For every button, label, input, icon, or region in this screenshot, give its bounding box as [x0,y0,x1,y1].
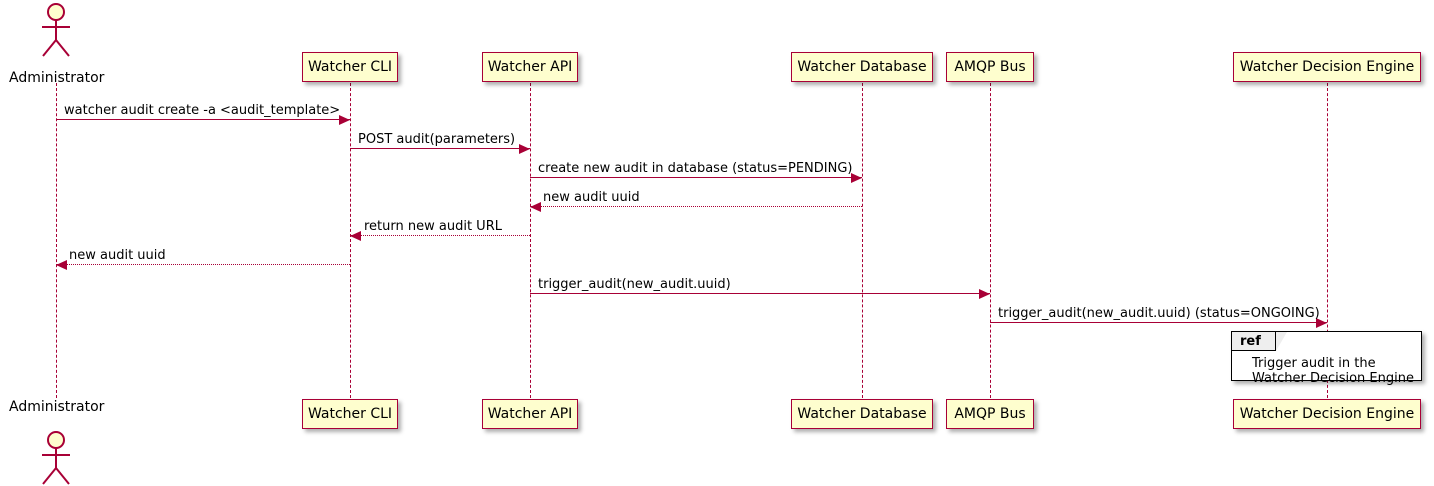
message-arrowhead-m7 [979,288,990,299]
actor-administrator-icon-bottom [36,430,76,486]
message-line-m1 [56,119,350,120]
message-label-m1: watcher audit create -a <audit_template> [64,103,341,118]
actor-administrator-label-bottom: Administrator [9,399,105,415]
participant-cli-top[interactable]: Watcher CLI [302,52,398,82]
ref-fragment-text-line: Trigger audit in the [1252,356,1376,371]
participant-engine-top[interactable]: Watcher Decision Engine [1233,52,1421,82]
ref-fragment-text-line: Watcher Decision Engine [1252,371,1414,386]
message-arrowhead-m8 [1316,317,1327,328]
ref-fragment-tab-corner-icon [1276,332,1287,351]
participant-engine-bottom[interactable]: Watcher Decision Engine [1233,399,1421,429]
message-arrowhead-m3 [851,172,862,183]
participant-database-top[interactable]: Watcher Database [791,52,933,82]
message-label-m3: create new audit in database (status=PEN… [538,161,853,176]
lifeline-amqp [989,83,991,398]
message-line-m6 [56,264,350,265]
message-arrowhead-m5 [350,230,361,241]
participant-api-top[interactable]: Watcher API [482,52,578,82]
message-line-m3 [530,177,862,178]
participant-api-bottom[interactable]: Watcher API [482,399,578,429]
participant-amqp-top[interactable]: AMQP Bus [946,52,1034,82]
message-line-m4 [530,206,862,207]
message-arrowhead-m2 [519,143,530,154]
message-label-m5: return new audit URL [364,219,502,234]
message-label-m2: POST audit(parameters) [358,132,516,147]
message-arrowhead-m4 [530,201,541,212]
ref-fragment-keyword: ref [1232,332,1276,351]
message-label-m7: trigger_audit(new_audit.uuid) [538,277,731,292]
message-arrowhead-m1 [339,114,350,125]
participant-cli-bottom[interactable]: Watcher CLI [302,399,398,429]
message-line-m7 [530,293,990,294]
message-line-m2 [350,148,530,149]
lifeline-engine [1326,83,1328,398]
message-label-m6: new audit uuid [69,248,166,263]
participant-database-bottom[interactable]: Watcher Database [791,399,933,429]
lifeline-cli [349,83,351,398]
message-arrowhead-m6 [56,259,67,270]
lifeline-database [861,83,863,398]
actor-administrator-label-top: Administrator [9,70,105,86]
message-label-m4: new audit uuid [543,190,640,205]
message-line-m5 [350,235,530,236]
message-line-m8 [990,322,1327,323]
participant-amqp-bottom[interactable]: AMQP Bus [946,399,1034,429]
message-label-m8: trigger_audit(new_audit.uuid) (status=ON… [998,306,1320,321]
lifeline-actor-administrator [55,83,57,398]
actor-administrator-icon-top [36,2,76,58]
lifeline-api [529,83,531,398]
